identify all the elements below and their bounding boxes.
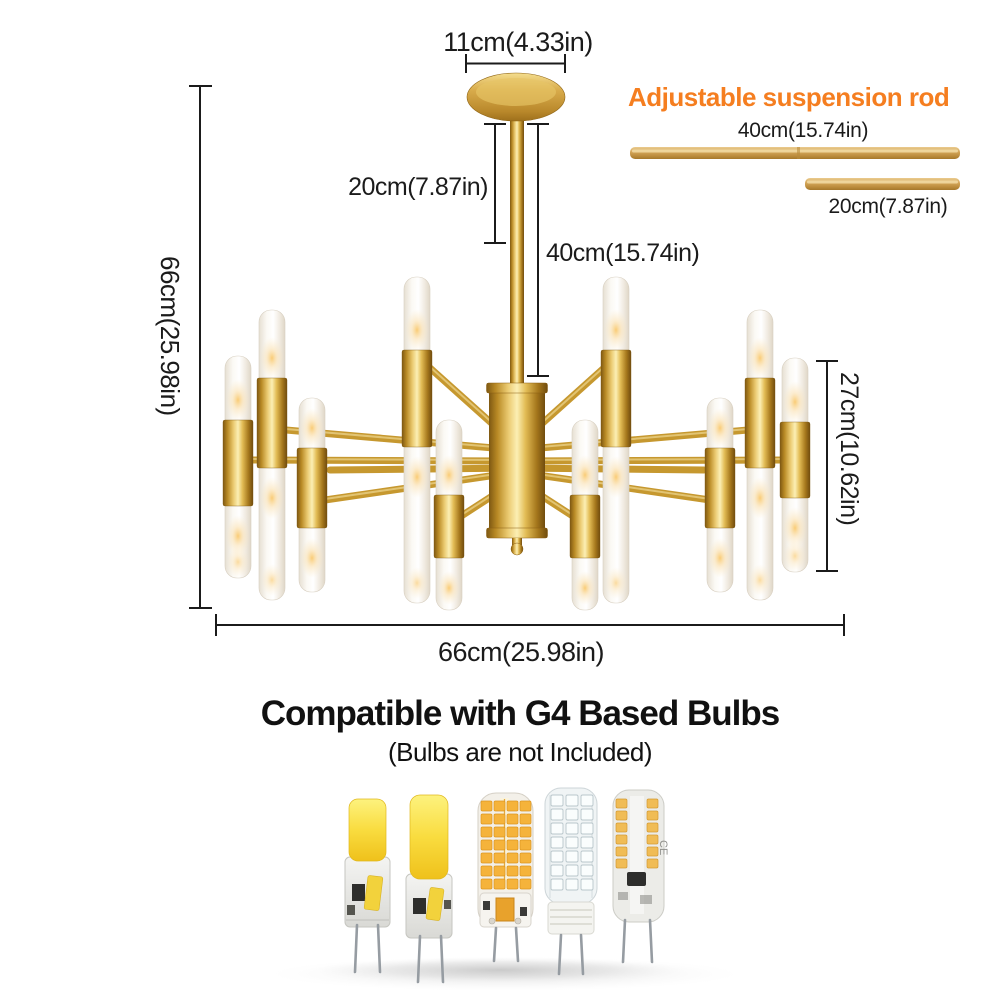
dim-suspension-max-label: 40cm(15.74in)	[546, 239, 700, 267]
dimension-lines	[189, 54, 845, 636]
dim-line-fixture-height	[816, 360, 838, 572]
bulbs-note: (Bulbs are not Included)	[387, 737, 653, 767]
g4-bulb-silicone: CE	[612, 789, 669, 964]
dim-line-suspension-max	[527, 123, 549, 377]
dim-line-suspension-min	[484, 123, 506, 244]
tube-light	[569, 419, 601, 611]
dim-fixture-width-label: 66cm(25.98in)	[437, 637, 605, 667]
ceiling-canopy	[466, 72, 566, 122]
dim-canopy-width-label: 11cm(4.33in)	[443, 27, 593, 57]
suspension-rod-long	[630, 147, 960, 159]
g4-bulb-smd-warm	[477, 792, 534, 963]
g4-bulb-cob-large	[405, 794, 453, 984]
rod-long-label: 40cm(15.74in)	[737, 119, 869, 142]
tube-light	[433, 419, 465, 611]
tube-light	[704, 397, 736, 593]
tube-light	[296, 397, 328, 593]
tube-light	[401, 276, 433, 604]
suspension-rod-short	[805, 178, 960, 190]
dim-total-height-label: 66cm(25.98in)	[155, 256, 185, 416]
g4-bulb-cob-small	[344, 798, 391, 974]
g4-bulb-smd-cool	[544, 787, 598, 976]
tube-lights	[222, 276, 811, 611]
tube-light	[744, 309, 776, 601]
chandelier-arms	[247, 364, 787, 526]
center-hub	[486, 382, 548, 556]
ce-mark: CE	[657, 840, 669, 855]
dim-line-fixture-width	[215, 614, 845, 636]
dim-line-canopy-width	[465, 54, 566, 73]
bulbs-heading: Compatible with G4 Based Bulbs	[260, 694, 780, 733]
dim-fixture-height-label: 27cm(10.62in)	[835, 372, 863, 526]
center-suspension-rod	[510, 96, 524, 388]
dim-line-total-height	[189, 85, 212, 609]
tube-light	[779, 357, 811, 573]
tube-light	[256, 309, 288, 601]
tube-light	[222, 355, 254, 579]
dim-suspension-min-label: 20cm(7.87in)	[348, 173, 488, 201]
suspension-rod-title: Adjustable suspension rod	[628, 82, 950, 112]
rod-short-label: 20cm(7.87in)	[828, 195, 948, 218]
tube-light	[600, 276, 632, 604]
bulb-shadow	[270, 957, 740, 991]
